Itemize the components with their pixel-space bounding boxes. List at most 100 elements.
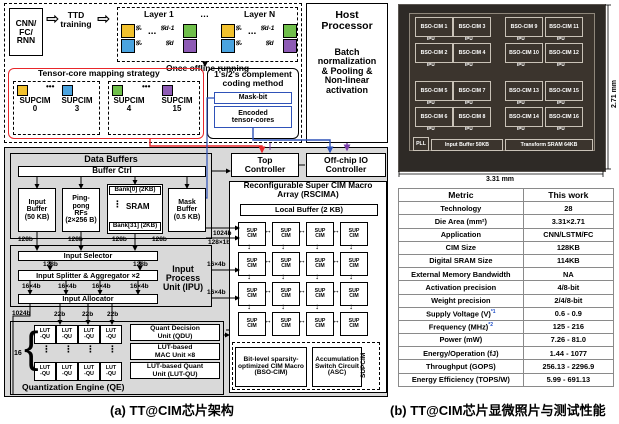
host-tasks: Batch normalization & Pooling & Non-line…	[317, 47, 377, 95]
offchip-io-box: Off-chip IO Controller	[306, 153, 386, 177]
ipu-label: IPU	[517, 62, 525, 67]
value-cell: 1.44 - 1077	[522, 346, 615, 361]
value-cell: 114KB	[522, 253, 615, 269]
sup-cim-cell: SUP CIM	[272, 312, 300, 336]
bidirectional-arrow-icon: ↕	[247, 242, 251, 251]
lut-dots: ⋮	[64, 344, 73, 354]
bank0-box: Bank[0] (2KB)	[109, 186, 161, 195]
metric-cell: Throughput (GOPS)	[398, 359, 524, 374]
bso-cim-block: BSO-CIM 3	[453, 17, 491, 37]
top-controller-box: Top Controller	[231, 153, 299, 177]
value-cell: 7.26 - 81.0	[522, 333, 615, 348]
qdu-box: Quant Decision Unit (QDU)	[130, 324, 220, 341]
tensor-core-icon	[121, 39, 135, 53]
ipu-label: IPU	[427, 36, 435, 41]
tensor-core-icon	[283, 24, 297, 38]
lut-dots: ⋮	[108, 344, 117, 354]
value-cell: 256.13 - 2296.9	[522, 359, 615, 374]
width-label: 128×1b	[208, 239, 231, 246]
sram-dots: ⋮	[113, 199, 122, 209]
mask-bit-box: Mask-bit	[214, 92, 292, 104]
bidirectional-arrow-icon: ↕	[247, 302, 251, 311]
tensor-core-icon	[17, 85, 28, 96]
coding-method-title: 1's/2's complement coding method	[214, 69, 292, 88]
sup-cim-cell: SUP CIM	[340, 282, 368, 306]
ttd-training-label: TTD training	[60, 10, 92, 29]
sup-cim-cell: SUP CIM	[340, 312, 368, 336]
bidirectional-arrow-icon: ↔	[332, 226, 340, 235]
tensor-core-icon	[183, 39, 197, 53]
lut-qu-cell: LUT -QU	[56, 362, 78, 381]
value-cell: 5.99 - 691.13	[522, 372, 615, 387]
value-cell: NA	[522, 267, 615, 282]
bso-cim-block: BSO-CIM 15	[545, 81, 583, 101]
width-label: 22b	[107, 311, 119, 318]
sup-cim-cell: SUP CIM	[238, 282, 266, 306]
ipu-label: IPU	[557, 100, 565, 105]
tensor-core-icon	[112, 85, 123, 96]
ipu-label: IPU	[517, 100, 525, 105]
value-cell: 3.31×2.71	[522, 214, 615, 229]
ttd-flow-region	[4, 3, 302, 143]
sup-cim-cell: SUP CIM	[238, 312, 266, 336]
bso-cim-block: BSO-CIM 6	[415, 107, 453, 127]
ipu-label: IPU	[427, 126, 435, 131]
width-label: 128b	[152, 236, 167, 243]
host-processor-box: Host Processor Batch normalization & Poo…	[306, 3, 388, 143]
metric-cell: Power (mW)	[398, 333, 524, 348]
core-label: 𝒢₁	[235, 25, 242, 32]
chip-micrograph: PLL Input Buffer 50KB Transform SRAM 64K…	[398, 4, 606, 172]
bso-cim-block: BSO-CIM 10	[505, 43, 543, 63]
bso-cim-block: BSO-CIM 14	[505, 107, 543, 127]
lut-qu-cell: LUT -QU	[100, 362, 122, 381]
bso-cim-box: Bit-level sparsity- optimized CIM Macro …	[235, 347, 307, 387]
rscima-title: Reconfigurable Super CIM Macro Array (RS…	[243, 181, 373, 199]
value-cell: CNN/LSTM/FC	[522, 227, 615, 242]
bidirectional-arrow-icon: ↕	[315, 272, 319, 281]
bidirectional-arrow-icon: ↕	[349, 272, 353, 281]
sup-cim-cell: SUP CIM	[306, 252, 334, 276]
caption-b: (b) TT@CIM芯片显微照片与测试性能	[390, 403, 606, 418]
bso-cim-block: BSO-CIM 9	[505, 17, 543, 37]
arrow-icon: ⇨	[46, 11, 60, 28]
bidirectional-arrow-icon: ↕	[315, 302, 319, 311]
lut-qu-cell: LUT -QU	[78, 325, 100, 344]
bidirectional-arrow-icon: ↔	[264, 256, 272, 265]
table-row: Throughput (GOPS)256.13 - 2296.9	[398, 359, 615, 374]
core-label: 𝒢₂	[135, 40, 143, 47]
lut-qu-cell: LUT -QU	[34, 325, 56, 344]
sup-cim-cell: SUP CIM	[238, 222, 266, 246]
lut-quant-box: LUT-based Quant Unit (LUT-QU)	[130, 362, 220, 379]
metric-cell: Frequency (MHz)*2	[398, 319, 524, 335]
metric-cell: Technology	[398, 201, 524, 216]
tensor-core-icon	[121, 24, 135, 38]
core-label: 𝒢d	[265, 40, 274, 47]
host-processor-title: Host Processor	[321, 9, 373, 33]
encoded-cores-box: Encoded tensor-cores	[214, 106, 292, 128]
core-label: 𝒢d-1	[260, 25, 275, 32]
table-row: Power (mW)7.26 - 81.0	[398, 333, 615, 348]
bidirectional-arrow-icon: ↔	[298, 256, 306, 265]
metric-cell: Digital SRAM Size	[398, 253, 524, 269]
tensor-core-icon	[221, 24, 235, 38]
lut-dots: ⋮	[42, 344, 51, 354]
core-label: 𝒢₁	[135, 25, 142, 32]
sup-cim-cell: SUP CIM	[306, 312, 334, 336]
brace-icon: {	[24, 323, 39, 372]
bidirectional-arrow-icon: ↔	[298, 226, 306, 235]
lut-qu-cell: LUT -QU	[78, 362, 100, 381]
bank31-box: Bank[31] (2KB)	[109, 222, 161, 231]
tensor-core-icon	[221, 39, 235, 53]
input-buffer-block: Input Buffer 50KB	[431, 139, 503, 151]
ipu-label: Input Process Unit (IPU)	[162, 264, 204, 293]
table-header: Metric	[398, 187, 524, 203]
supcim-15-label: SUPCIM 15	[161, 96, 193, 114]
